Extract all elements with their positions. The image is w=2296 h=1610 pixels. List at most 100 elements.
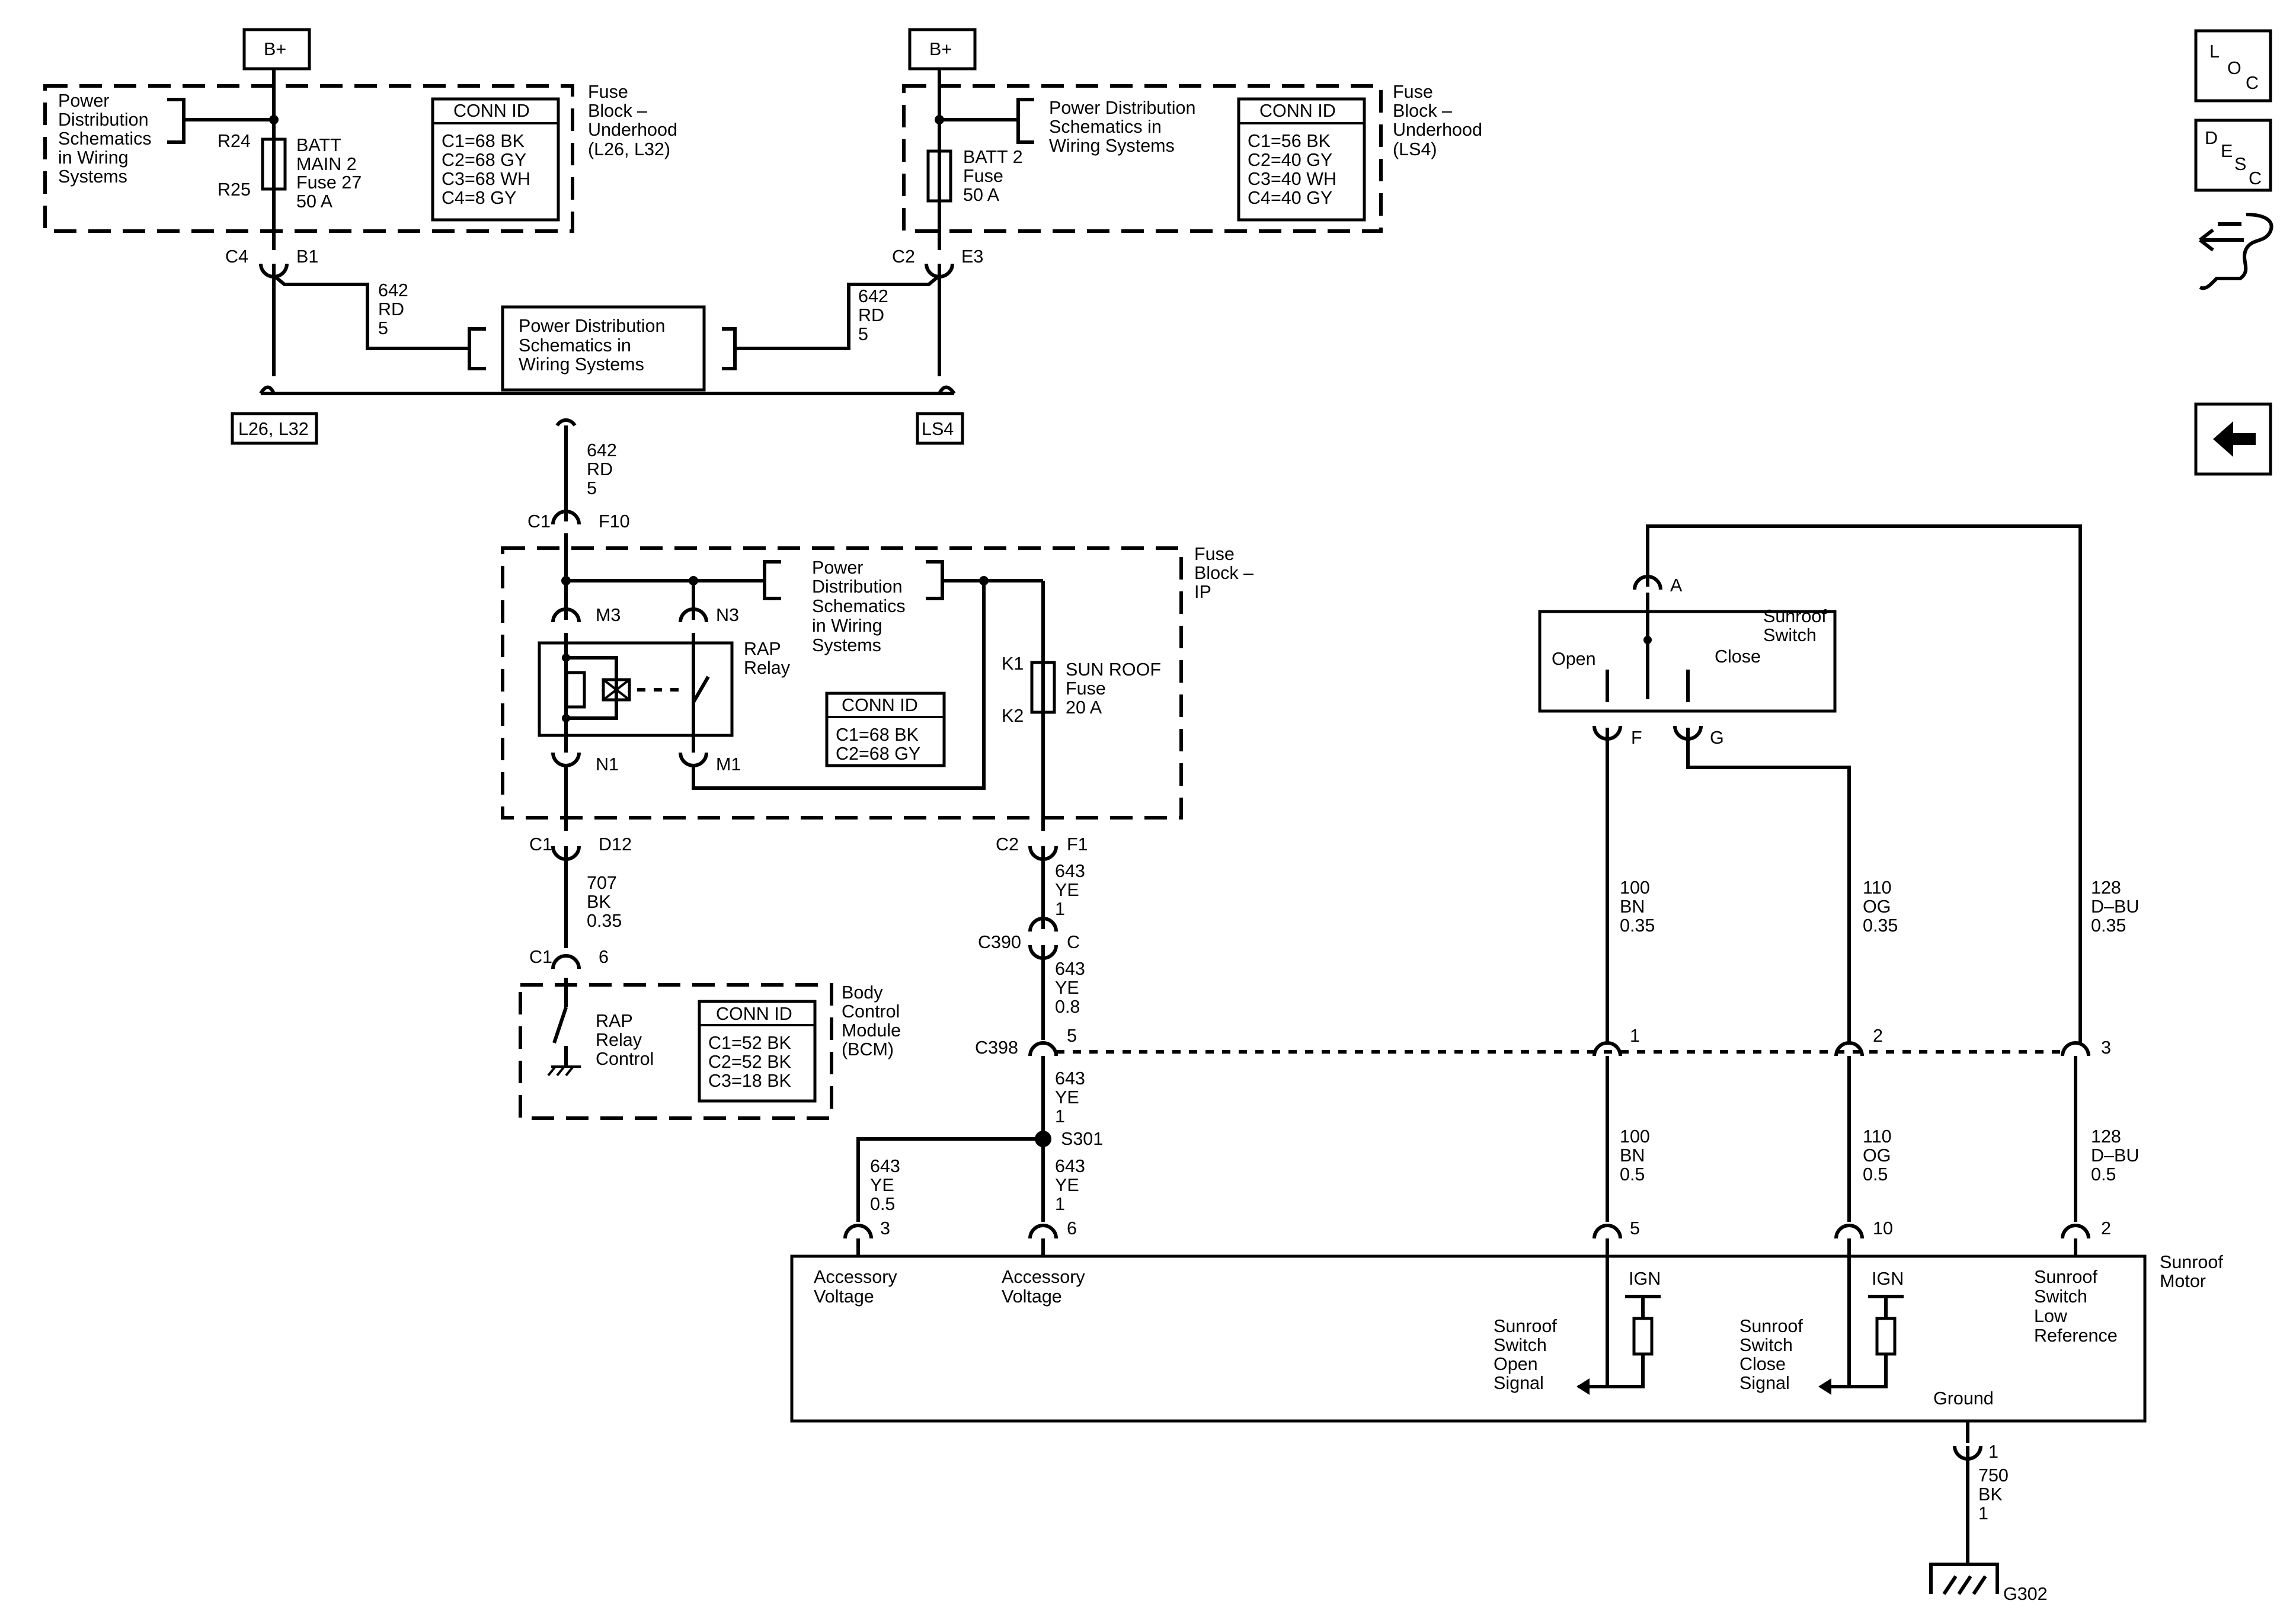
m1-pin-label: M1 — [716, 754, 741, 774]
open-signal-label: Sunroof Switch Open Signal — [1494, 1316, 1557, 1393]
fuse-block-ip-outline — [501, 546, 1183, 820]
svg-text:RD: RD — [378, 299, 404, 319]
svg-text:Open: Open — [1552, 649, 1596, 669]
svg-text:C2=52 BK: C2=52 BK — [708, 1052, 791, 1072]
wire-128-b-label: 128 D–BU 0.5 — [2091, 1126, 2139, 1185]
e3-pin-label: E3 — [961, 247, 983, 267]
svg-text:Wiring Systems: Wiring Systems — [1049, 136, 1175, 156]
svg-text:750: 750 — [1978, 1465, 2009, 1486]
sunroof-motor-label: Sunroof Motor — [2160, 1252, 2223, 1291]
svg-text:0.35: 0.35 — [1863, 916, 1898, 936]
svg-text:in Wiring: in Wiring — [58, 148, 129, 168]
wire-643-a-label: 643 YE 1 — [1055, 861, 1085, 919]
k1-label: K1 — [1002, 654, 1024, 674]
svg-text:Power Distribution: Power Distribution — [1049, 98, 1196, 118]
svg-text:BATT: BATT — [296, 135, 341, 155]
motor-pin3-label: 3 — [880, 1218, 890, 1238]
svg-text:OG: OG — [1863, 897, 1891, 917]
svg-text:OG: OG — [1863, 1145, 1891, 1166]
svg-text:G302: G302 — [2003, 1584, 2048, 1604]
option-tag-ls4: LS4 — [916, 412, 964, 445]
svg-text:1: 1 — [1978, 1503, 1988, 1523]
svg-text:Relay: Relay — [596, 1030, 642, 1050]
switch-pin-g-label: G — [1710, 728, 1724, 748]
back-button[interactable] — [2194, 402, 2272, 476]
svg-text:0.5: 0.5 — [2091, 1164, 2116, 1185]
svg-text:642: 642 — [858, 286, 888, 306]
svg-text:0.35: 0.35 — [587, 911, 622, 931]
svg-text:BN: BN — [1620, 897, 1645, 917]
d12-pin-label: D12 — [599, 834, 632, 854]
svg-text:110: 110 — [1863, 1126, 1892, 1147]
svg-text:Module: Module — [842, 1020, 901, 1041]
svg-text:Switch: Switch — [1739, 1335, 1793, 1355]
batt2-fuse-label: BATT 2 Fuse 50 A — [963, 147, 1023, 205]
bcm-outline — [519, 983, 833, 1120]
svg-text:C2=40 GY: C2=40 GY — [1248, 150, 1332, 170]
fuse-block-underhood-right-outline — [902, 84, 1383, 233]
svg-text:128: 128 — [2091, 1126, 2121, 1147]
svg-text:1: 1 — [1055, 899, 1065, 919]
fuse-block-underhood-left-outline — [43, 84, 574, 233]
svg-text:D–BU: D–BU — [2091, 897, 2139, 917]
wire-100-a-label: 100 BN 0.35 — [1620, 878, 1655, 936]
wire-643-d-label: 643 YE 0.5 — [870, 1156, 900, 1214]
svg-text:Fuse: Fuse — [588, 82, 628, 102]
svg-text:Sunroof: Sunroof — [1739, 1316, 1803, 1336]
svg-text:BATT 2: BATT 2 — [963, 147, 1023, 167]
f1-pin-label: F1 — [1067, 834, 1088, 854]
svg-text:L: L — [2209, 41, 2220, 62]
svg-text:Block –: Block – — [588, 101, 647, 121]
r24-label: R24 — [218, 131, 251, 151]
svg-text:(LS4): (LS4) — [1393, 139, 1437, 159]
svg-text:1: 1 — [1055, 1194, 1065, 1214]
rap-relay-control-switch: RAP Relay Control — [547, 978, 654, 1077]
batt-main2-fuse-label: BATT MAIN 2 Fuse 27 50 A — [296, 135, 362, 212]
open-signal-pullup: IGN — [1576, 1256, 1661, 1395]
svg-text:MAIN 2: MAIN 2 — [296, 154, 357, 174]
n3-pin-label: N3 — [716, 605, 739, 625]
svg-text:Power: Power — [58, 91, 109, 111]
svg-text:IP: IP — [1194, 582, 1211, 602]
wire-707-label: 707 BK 0.35 — [587, 873, 622, 931]
description-view-button[interactable]: D E S C — [2194, 119, 2272, 192]
svg-text:Accessory: Accessory — [814, 1267, 897, 1287]
repair-procedure-icon[interactable] — [2199, 213, 2273, 290]
svg-text:B+: B+ — [264, 39, 286, 59]
svg-text:CONN ID: CONN ID — [453, 101, 530, 121]
svg-text:Distribution: Distribution — [58, 110, 149, 130]
batt-main2-fuse — [261, 137, 287, 191]
ground-g302-icon: G302 — [1929, 1563, 2048, 1604]
svg-text:CONN ID: CONN ID — [842, 695, 918, 715]
svg-text:Voltage: Voltage — [1002, 1286, 1062, 1307]
svg-text:707: 707 — [587, 873, 617, 893]
wire-642-mid-label: 642 RD 5 — [587, 440, 617, 498]
motor-accessory-voltage-2: Accessory Voltage — [1002, 1267, 1085, 1307]
r25-label: R25 — [218, 180, 251, 200]
svg-text:(BCM): (BCM) — [842, 1039, 894, 1060]
svg-text:YE: YE — [1055, 978, 1079, 998]
svg-text:100: 100 — [1620, 878, 1650, 898]
close-signal-label: Sunroof Switch Close Signal — [1739, 1316, 1803, 1393]
svg-text:20 A: 20 A — [1066, 697, 1102, 718]
svg-text:YE: YE — [1055, 1087, 1079, 1108]
bplus-tag-right: B+ — [908, 28, 977, 71]
svg-text:642: 642 — [378, 280, 408, 300]
svg-text:50 A: 50 A — [963, 185, 1000, 205]
svg-text:Relay: Relay — [744, 658, 791, 678]
wire-128-a-label: 128 D–BU 0.35 — [2091, 878, 2139, 936]
svg-text:D–BU: D–BU — [2091, 1145, 2139, 1166]
svg-text:in Wiring: in Wiring — [812, 616, 882, 636]
svg-text:110: 110 — [1863, 878, 1892, 898]
svg-text:Block –: Block – — [1393, 101, 1452, 121]
pds-reference-left: Power Distribution Schematics in Wiring … — [58, 91, 274, 187]
wire-750-label: 750 BK 1 — [1978, 1465, 2009, 1523]
bcm-pin6-label: 6 — [599, 947, 609, 967]
sunroof-fuse — [1030, 661, 1056, 714]
svg-text:YE: YE — [1055, 1175, 1079, 1195]
svg-text:643: 643 — [1055, 1068, 1085, 1089]
location-view-button[interactable]: L O C — [2194, 29, 2272, 103]
c398-connector-label: C398 — [975, 1038, 1018, 1058]
svg-text:YE: YE — [1055, 880, 1079, 900]
